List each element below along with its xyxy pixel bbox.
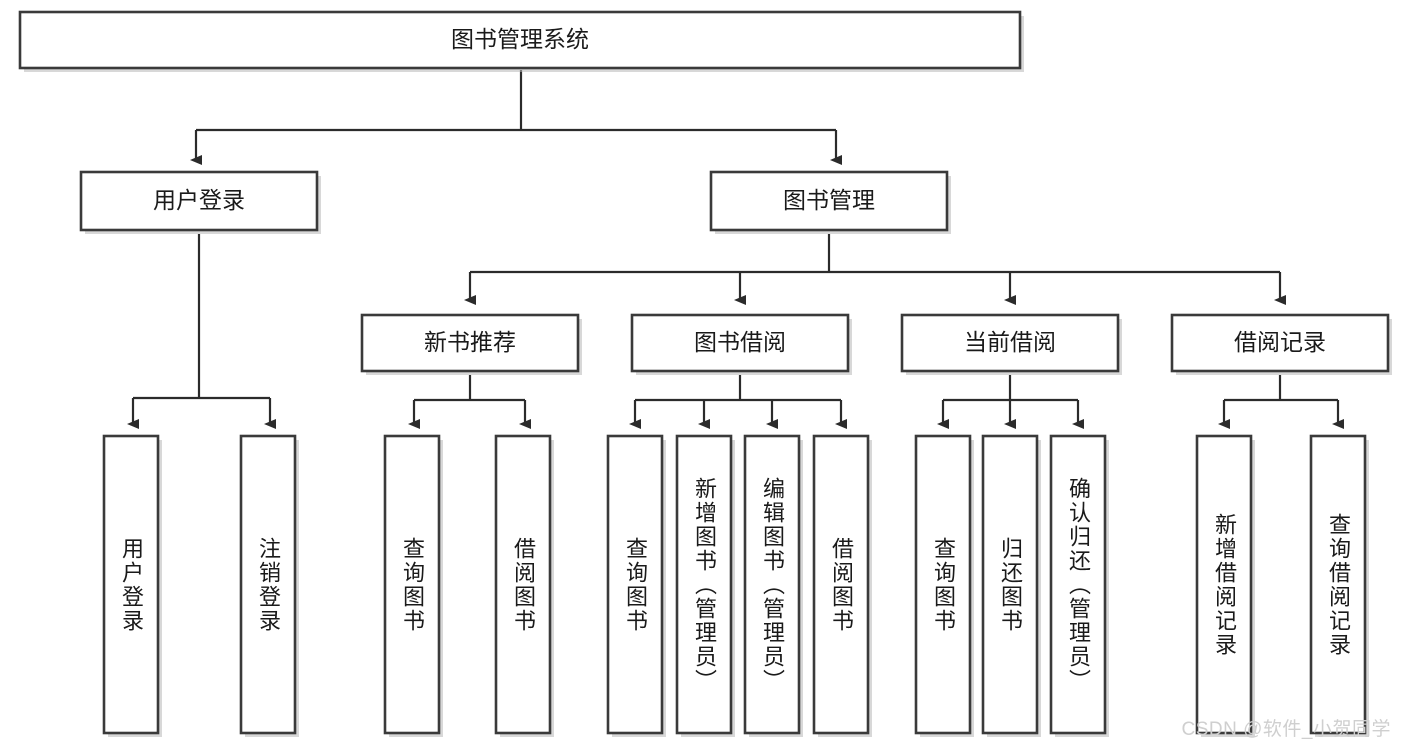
connector-new-book-recommend <box>408 375 531 429</box>
connector-user-login <box>127 234 276 429</box>
node-borrow-record-label: 借阅记录 <box>1234 329 1326 355</box>
leaf-user-login[interactable] <box>102 434 162 737</box>
node-root-label: 图书管理系统 <box>451 26 589 52</box>
leaf-add-book[interactable] <box>675 434 735 737</box>
csdn-watermark: CSDN @软件_小贺同学 <box>1181 719 1391 740</box>
node-borrow-record[interactable]: 借阅记录 <box>1170 313 1392 375</box>
connector-book-borrow <box>629 375 847 429</box>
node-new-book-recommend[interactable]: 新书推荐 <box>360 313 582 375</box>
connector-root-trunk <box>190 70 842 165</box>
leaf-return-book[interactable] <box>981 434 1041 737</box>
leaf-add-record[interactable] <box>1195 434 1255 737</box>
connector-borrow-record <box>1218 375 1344 429</box>
leaf-query-book-3[interactable] <box>914 434 974 737</box>
connector-current-borrow <box>937 375 1084 429</box>
connector-book-manage <box>464 234 1286 305</box>
node-current-borrow-label: 当前借阅 <box>964 329 1056 355</box>
node-book-manage[interactable]: 图书管理 <box>709 170 951 234</box>
leaf-confirm-return[interactable] <box>1049 434 1109 737</box>
node-root[interactable]: 图书管理系统 <box>18 10 1024 72</box>
node-user-login[interactable]: 用户登录 <box>79 170 321 234</box>
leaf-borrow-book-2[interactable] <box>812 434 872 737</box>
node-book-borrow-label: 图书借阅 <box>694 329 786 355</box>
leaf-query-book-1[interactable] <box>383 434 443 737</box>
node-book-manage-label: 图书管理 <box>783 187 875 213</box>
leaf-query-record[interactable] <box>1309 434 1369 737</box>
leaf-query-book-2[interactable] <box>606 434 666 737</box>
leaf-borrow-book-1[interactable] <box>494 434 554 737</box>
leaf-edit-book[interactable] <box>743 434 803 737</box>
node-current-borrow[interactable]: 当前借阅 <box>900 313 1122 375</box>
node-new-book-recommend-label: 新书推荐 <box>424 329 516 355</box>
node-user-login-label: 用户登录 <box>153 187 245 213</box>
node-book-borrow[interactable]: 图书借阅 <box>630 313 852 375</box>
leaf-logout-login[interactable] <box>239 434 299 737</box>
